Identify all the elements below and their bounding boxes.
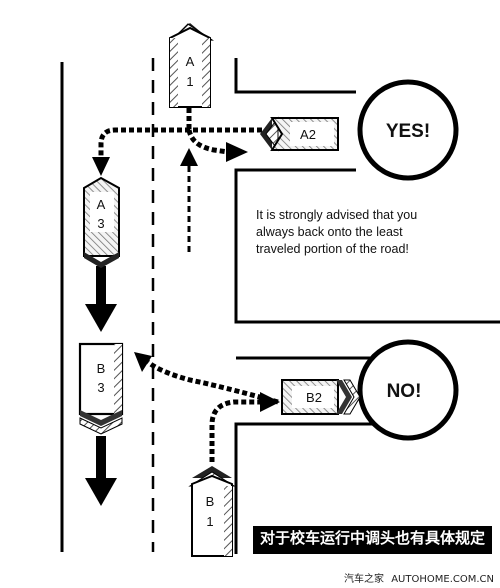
watermark-site: AUTOHOME.COM.CN [391, 574, 494, 585]
watermark-brand: 汽车之家 [344, 574, 385, 585]
vehicle-b3-letter: B [97, 361, 106, 376]
vehicle-b3-number: 3 [97, 380, 104, 395]
yes-badge: YES! [357, 79, 459, 181]
advice-text: It is strongly advised that you always b… [256, 207, 446, 258]
no-badge: NO! [357, 339, 459, 441]
upper-street-curb-top [234, 58, 356, 94]
vehicle-a3-number: 3 [97, 216, 104, 231]
arrowhead-to-b3 [134, 352, 152, 372]
vehicle-a2: A2 [260, 116, 339, 152]
yes-label: YES! [386, 121, 430, 142]
vehicle-b2: B2 [281, 379, 361, 415]
vehicle-a3-letter: A [97, 197, 106, 212]
arrowhead-to-b2 [260, 392, 280, 412]
no-label: NO! [387, 381, 422, 402]
advice-line: It is strongly advised that you [256, 208, 418, 222]
upper-street-curb-bottom [234, 168, 500, 324]
vehicle-a1-number: 1 [186, 74, 193, 89]
advice-line: always back onto the least [256, 225, 403, 239]
approach-arrow-up [180, 148, 198, 252]
lower-street-curb-bottom [234, 422, 380, 554]
vehicle-a2-label: A2 [300, 127, 316, 142]
vehicle-a3: A 3 [83, 176, 120, 268]
advice-line: traveled portion of the road! [256, 242, 409, 256]
chinese-caption: 对于校车运行中调头也有具体规定 [253, 526, 493, 554]
turnaround-path-a [98, 108, 262, 158]
proceed-arrow-a [85, 266, 117, 332]
vehicle-a1: A 1 [169, 23, 214, 108]
turnaround-path-b [146, 360, 279, 462]
vehicle-b2-label: B2 [306, 390, 322, 405]
watermark: 汽车之家 AUTOHOME.COM.CN [340, 570, 494, 585]
vehicle-b3: B 3 [78, 342, 124, 435]
arrowhead-to-a2 [226, 142, 248, 162]
vehicle-b1-number: 1 [206, 514, 213, 529]
arrowhead-to-a3 [92, 157, 110, 176]
vehicle-b1-letter: B [206, 494, 215, 509]
vehicle-a1-letter: A [186, 54, 195, 69]
vehicle-b1: B 1 [188, 466, 236, 557]
proceed-arrow-b [85, 436, 117, 506]
